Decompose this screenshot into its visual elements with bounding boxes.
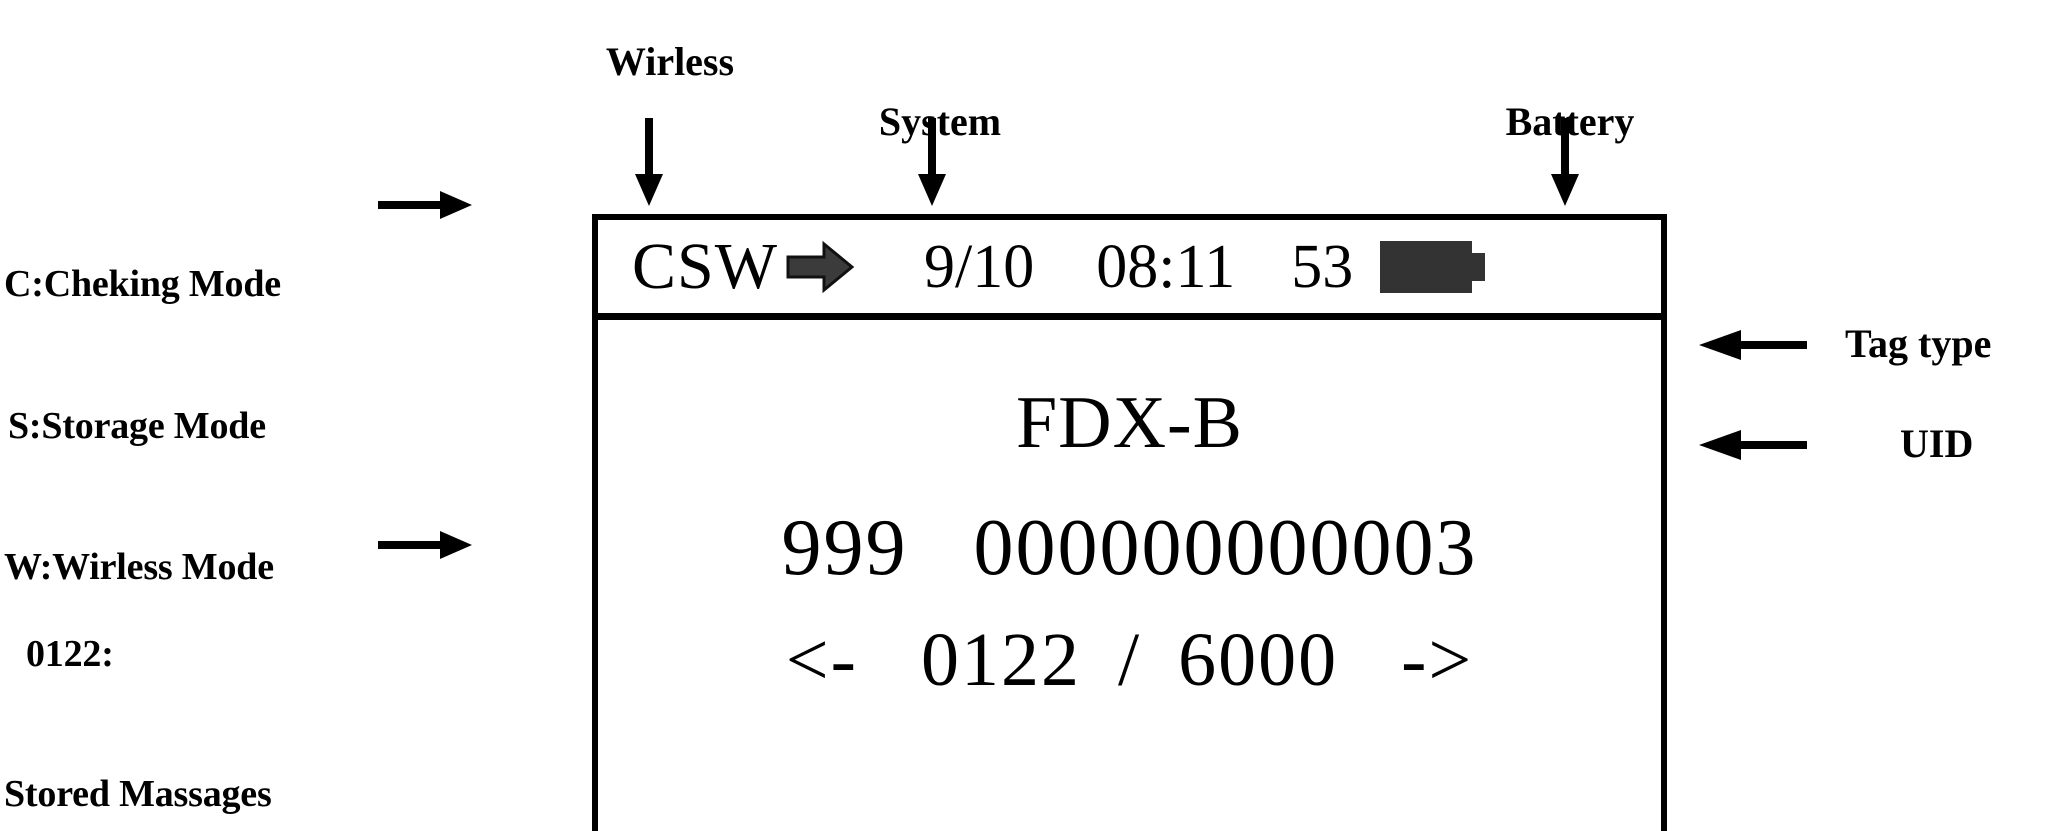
pointer-arrow-system-time (915, 118, 949, 208)
pointer-arrow-tag-type (1697, 328, 1807, 362)
battery-full-icon (1379, 238, 1487, 296)
tag-type-value: FDX-B (1015, 382, 1244, 464)
system-date: 9/10 (924, 232, 1035, 301)
battery-percent: 53 (1291, 232, 1354, 301)
annotation-system-time-line1: System (878, 98, 1002, 144)
record-index: 0122 (920, 618, 1081, 702)
pointer-arrow-uid (1697, 428, 1807, 462)
record-total: 6000 (1178, 618, 1339, 702)
annotation-stored-value: 0122: (26, 633, 114, 676)
record-separator: / (1117, 618, 1142, 702)
mode-indicator: CSW (632, 229, 779, 303)
system-time: 08:11 (1096, 232, 1236, 301)
pointer-arrow-wireless (632, 118, 666, 208)
annotation-counter-legend: 0122: Stored Massages 6000: Total Capaci… (4, 548, 466, 831)
annotation-uid-label: UID (1900, 421, 1974, 466)
nav-prev-icon[interactable]: <- (785, 618, 858, 702)
pointer-arrow-mode-legend (378, 188, 474, 222)
screen-body: FDX-B 999 000000000003 <- 0122 / 6000 -> (598, 386, 1661, 831)
wireless-right-arrow-icon (786, 240, 855, 293)
annotation-battery-line1: Battery (1505, 98, 1635, 144)
annotation-stored-label: Stored Massages (4, 772, 272, 815)
annotation-mode-storage: S:Storage Mode (8, 404, 266, 447)
pointer-arrow-battery (1548, 118, 1582, 208)
annotation-wireless-label: Wirless (605, 39, 735, 84)
annotation-mode-wireless: W:Wirless Mode (4, 546, 274, 589)
record-navigation-line: <- 0122 / 6000 -> (598, 622, 1661, 698)
uid-spacer (930, 504, 952, 592)
nav-gap-left (879, 618, 900, 702)
status-bar: CSW 9/10 08:11 53 (598, 220, 1661, 320)
uid-number: 000000000003 (973, 504, 1478, 592)
uid-line: 999 000000000003 (598, 508, 1661, 588)
pointer-arrow-counter-legend (378, 528, 474, 562)
annotation-mode-legend: C:Cheking Mode S:Storage Mode W:Wirless … (4, 178, 434, 674)
device-lcd-screen: CSW 9/10 08:11 53 FDX-B 999 000 (592, 214, 1667, 831)
nav-next-icon[interactable]: -> (1401, 618, 1474, 702)
annotation-mode-checking: C:Cheking Mode (4, 263, 281, 306)
uid-country-code: 999 (781, 504, 908, 592)
nav-gap-right (1359, 618, 1380, 702)
annotation-tag-type-label: Tag type (1845, 321, 1992, 366)
